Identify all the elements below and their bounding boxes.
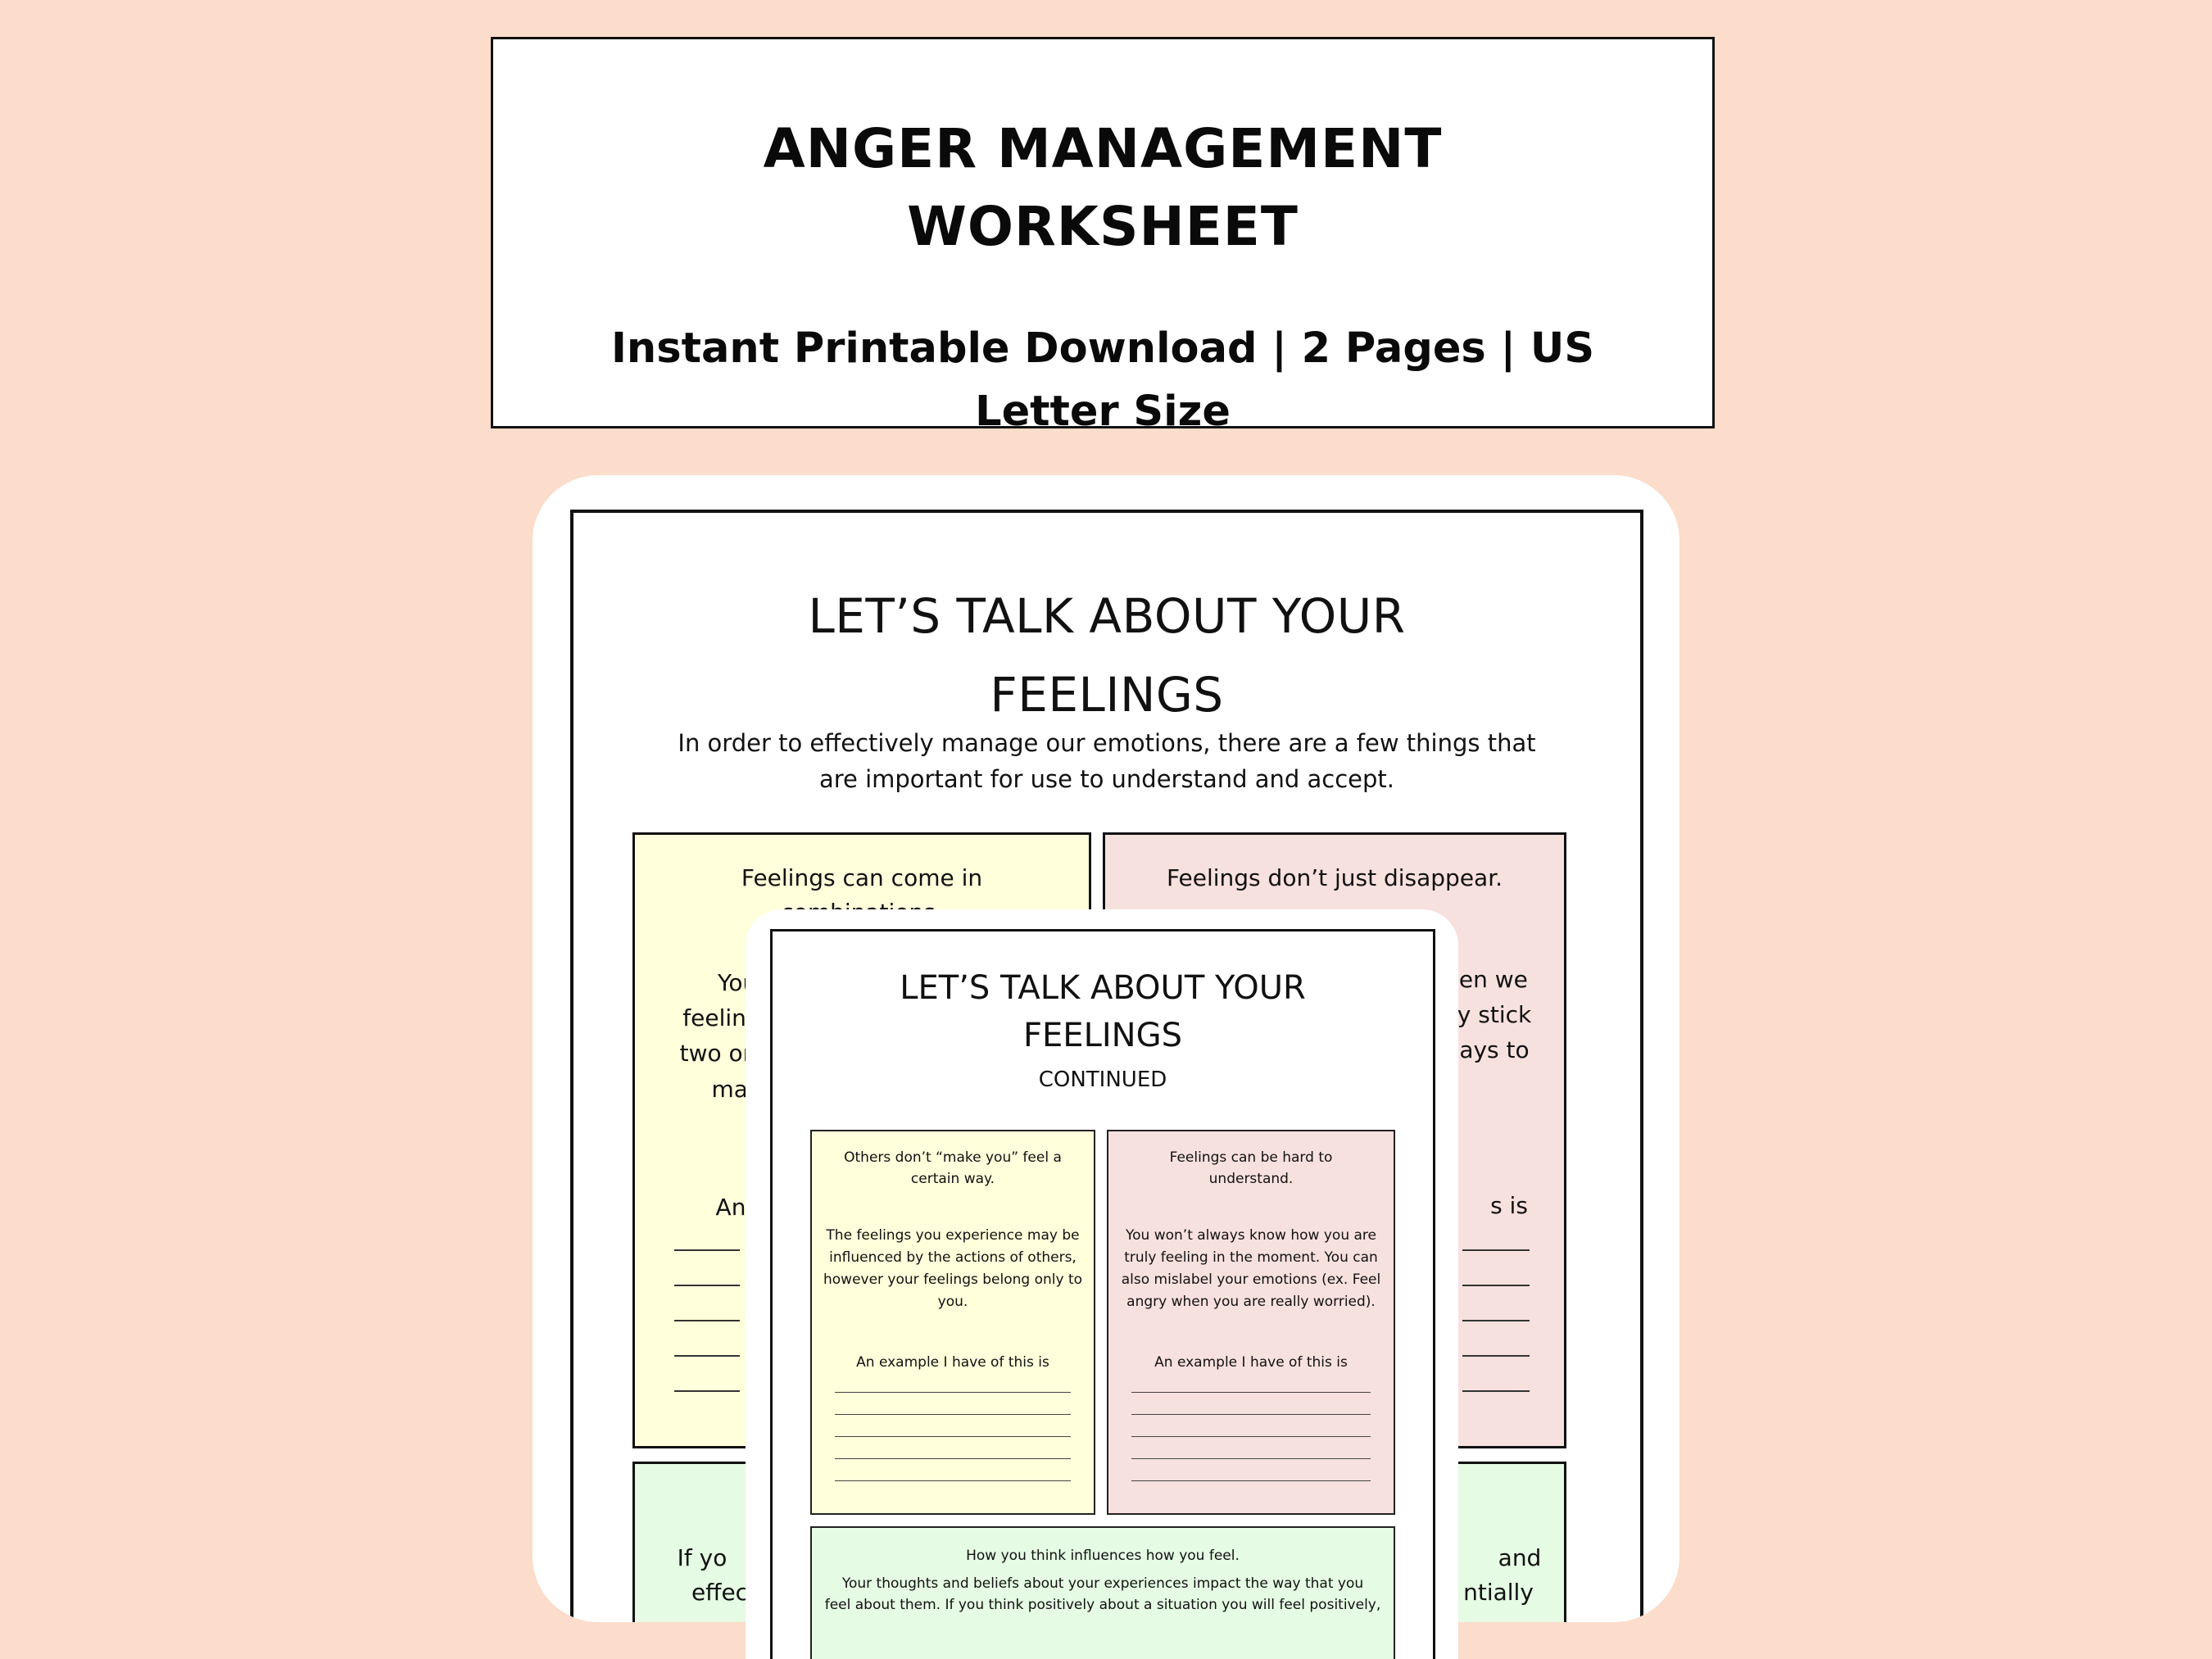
front-card-yellow-answer-line [835, 1414, 1071, 1415]
back-card-pink-heading: Feelings don’t just disappear. [1166, 864, 1503, 891]
front-card-yellow-heading-2: certain way. [910, 1171, 995, 1187]
front-card-pink-heading-1: Feelings can be hard to [1169, 1149, 1333, 1166]
front-page-subtitle: CONTINUED [1038, 1067, 1167, 1092]
back-card-pink-body-3: ays to [1459, 1036, 1530, 1063]
header-title-line2: WORKSHEET [907, 195, 1299, 258]
front-card-pink-answer-line [1131, 1392, 1371, 1393]
front-card-pink-answer-line [1131, 1458, 1371, 1459]
back-card-pink-answer-line [1462, 1249, 1530, 1251]
front-card-yellow-answer-line [835, 1458, 1071, 1459]
back-card-green-left-body-1: If yo [677, 1544, 728, 1571]
front-card-green-body-2: feel about them. If you think positively… [824, 1597, 1381, 1613]
header-title-line1: ANGER MANAGEMENT [763, 117, 1443, 180]
back-card-pink-answer-line [1462, 1355, 1530, 1357]
back-card-pink-answer-line [1462, 1320, 1530, 1321]
front-card-pink-body-4: angry when you are really worried). [1126, 1294, 1376, 1310]
front-card-green-body-1: Your thoughts and beliefs about your exp… [841, 1575, 1364, 1592]
back-card-yellow-heading: Feelings can come in [741, 864, 983, 891]
back-card-pink-answer-line [1462, 1285, 1530, 1286]
front-card-pink-answer-line [1131, 1436, 1371, 1437]
front-page-title-line2: FEELINGS [1023, 1017, 1182, 1054]
header-box: ANGER MANAGEMENT WORKSHEET Instant Print… [491, 37, 1715, 436]
back-card-pink-body-2: y stick [1457, 1001, 1532, 1028]
front-card-pink-example: An example I have of this is [1154, 1354, 1348, 1371]
front-card-yellow-answer-line [835, 1436, 1071, 1437]
front-card-yellow-example: An example I have of this is [856, 1354, 1049, 1371]
front-card-yellow-body-4: you. [937, 1294, 968, 1310]
front-card-yellow-body-1: The feelings you experience may be [826, 1227, 1080, 1244]
back-card-yellow-example: An [715, 1194, 746, 1221]
front-card-pink-heading-2: understand. [1208, 1171, 1294, 1187]
front-card-yellow-body-2: influenced by the actions of others, [829, 1249, 1077, 1266]
back-card-yellow-answer-line [674, 1285, 740, 1286]
front-card-pink-body-1: You won’t always know how you are [1126, 1227, 1376, 1244]
back-card-green-right-body-2: ntially [1463, 1579, 1534, 1606]
back-page-title-line2: FEELINGS [990, 667, 1224, 723]
front-card-pink-body-2: truly feeling in the moment. You can [1124, 1249, 1378, 1266]
front-card-yellow-answer-line [835, 1392, 1071, 1393]
back-card-pink-body-1: hen we [1444, 966, 1528, 993]
front-card-yellow-heading-1: Others don’t “make you” feel a [844, 1149, 1062, 1166]
back-page-intro-line2: are important for use to understand and … [818, 765, 1395, 793]
front-page: LET’S TALK ABOUT YOUR FEELINGS CONTINUED… [770, 929, 1435, 1659]
front-card-others: Others don’t “make you” feel a certain w… [810, 1130, 1095, 1515]
back-card-yellow-answer-line [674, 1320, 740, 1321]
front-card-pink-body-3: also mislabel your emotions (ex. Feel [1121, 1271, 1381, 1288]
back-page-title-line1: LET’S TALK ABOUT YOUR [808, 588, 1406, 644]
front-card-green-heading: How you think influences how you feel. [966, 1548, 1240, 1564]
front-page-frame: LET’S TALK ABOUT YOUR FEELINGS CONTINUED… [746, 909, 1458, 1659]
back-card-yellow-answer-line [674, 1355, 740, 1357]
back-card-yellow-answer-line [674, 1249, 740, 1251]
front-page-title-line1: LET’S TALK ABOUT YOUR [900, 969, 1306, 1007]
back-page-intro-line1: In order to effectively manage our emoti… [678, 729, 1536, 757]
front-card-yellow-answer-line [835, 1480, 1071, 1481]
back-card-green-right-body-1: and [1498, 1544, 1542, 1571]
back-card-pink-answer-line [1462, 1390, 1530, 1392]
front-card-think-influences: How you think influences how you feel. Y… [810, 1526, 1395, 1659]
header-subtitle-line1: Instant Printable Download | 2 Pages | U… [610, 324, 1595, 373]
back-card-yellow-answer-line [674, 1390, 740, 1392]
header-subtitle-line2: Letter Size [975, 388, 1231, 436]
front-card-pink-answer-line [1131, 1414, 1371, 1415]
front-card-yellow-body-3: however your feelings belong only to [823, 1271, 1083, 1288]
front-card-hard-to-understand: Feelings can be hard to understand. You … [1107, 1130, 1395, 1515]
front-card-pink-answer-line [1131, 1480, 1371, 1481]
back-card-pink-example: s is [1490, 1192, 1528, 1219]
